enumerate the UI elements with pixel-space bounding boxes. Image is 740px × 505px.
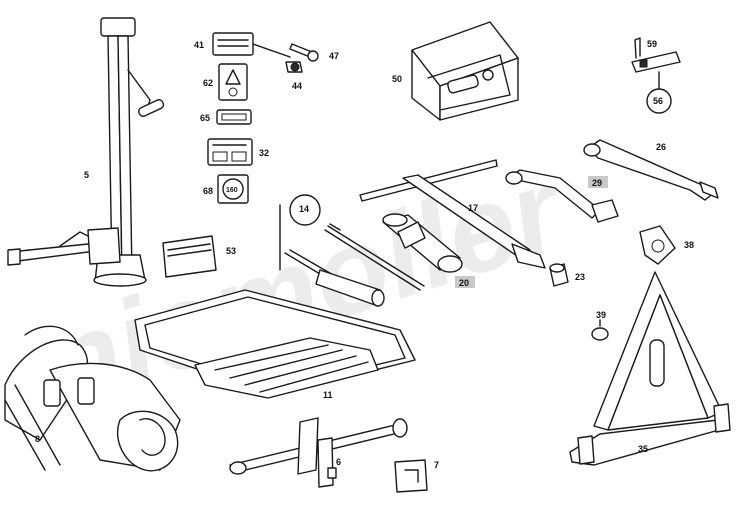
first-aid-kit-part[interactable] — [411, 21, 519, 121]
callout-26: 26 — [656, 142, 666, 152]
callout-5: 5 — [84, 170, 89, 180]
callout-17: 17 — [468, 203, 478, 213]
warning-sticker-62-part[interactable] — [218, 63, 248, 101]
label-65-part[interactable] — [216, 109, 252, 125]
socket-wrench-part[interactable] — [382, 213, 463, 273]
callout-56: 56 — [653, 96, 663, 106]
wheel-wrench-part[interactable] — [583, 139, 719, 201]
callout-11: 11 — [323, 390, 333, 400]
callout-41: 41 — [194, 40, 204, 50]
label-plate-41-part[interactable] — [212, 32, 291, 58]
callout-53: 53 — [226, 246, 236, 256]
clip-part[interactable] — [394, 459, 428, 493]
callout-68: 68 — [203, 186, 213, 196]
callout-6: 6 — [336, 457, 341, 467]
small-socket-part[interactable] — [549, 263, 569, 287]
highlight-box-20 — [455, 276, 475, 288]
callout-29: 29 — [592, 178, 602, 188]
l-wrench-part[interactable] — [505, 169, 619, 223]
callout-47: 47 — [329, 51, 339, 61]
callout-39: 39 — [596, 310, 606, 320]
car-jack-part[interactable] — [7, 17, 165, 287]
knob-part[interactable] — [591, 319, 609, 341]
callout-38: 38 — [684, 240, 694, 250]
highlight-box-29 — [588, 176, 608, 188]
screwdriver-set-part[interactable] — [279, 194, 425, 307]
warning-triangle-part[interactable] — [569, 271, 731, 466]
tool-tray-part[interactable] — [134, 289, 416, 399]
bracket-part[interactable] — [639, 225, 676, 265]
speed-sticker-68-part[interactable]: 160 — [217, 174, 249, 204]
callout-65: 65 — [200, 113, 210, 123]
callout-14: 14 — [299, 204, 309, 214]
callout-8: 8 — [35, 434, 40, 444]
speed-badge-text: 160 — [226, 187, 238, 194]
key-holder-part[interactable] — [631, 37, 681, 114]
callout-35: 35 — [638, 444, 648, 454]
callout-44: 44 — [292, 81, 302, 91]
callout-7: 7 — [434, 460, 439, 470]
callout-62: 62 — [203, 78, 213, 88]
crank-handle-part[interactable] — [229, 417, 408, 488]
callout-23: 23 — [575, 272, 585, 282]
callout-59: 59 — [647, 39, 657, 49]
screw-pin-part[interactable] — [285, 43, 319, 73]
tool-bag-part[interactable] — [4, 325, 181, 472]
t-wrench-part[interactable] — [359, 159, 546, 269]
callout-50: 50 — [392, 74, 402, 84]
document-folder-part[interactable] — [162, 235, 217, 278]
callout-20: 20 — [459, 278, 469, 288]
callout-32: 32 — [259, 148, 269, 158]
label-32-part[interactable] — [207, 138, 253, 166]
